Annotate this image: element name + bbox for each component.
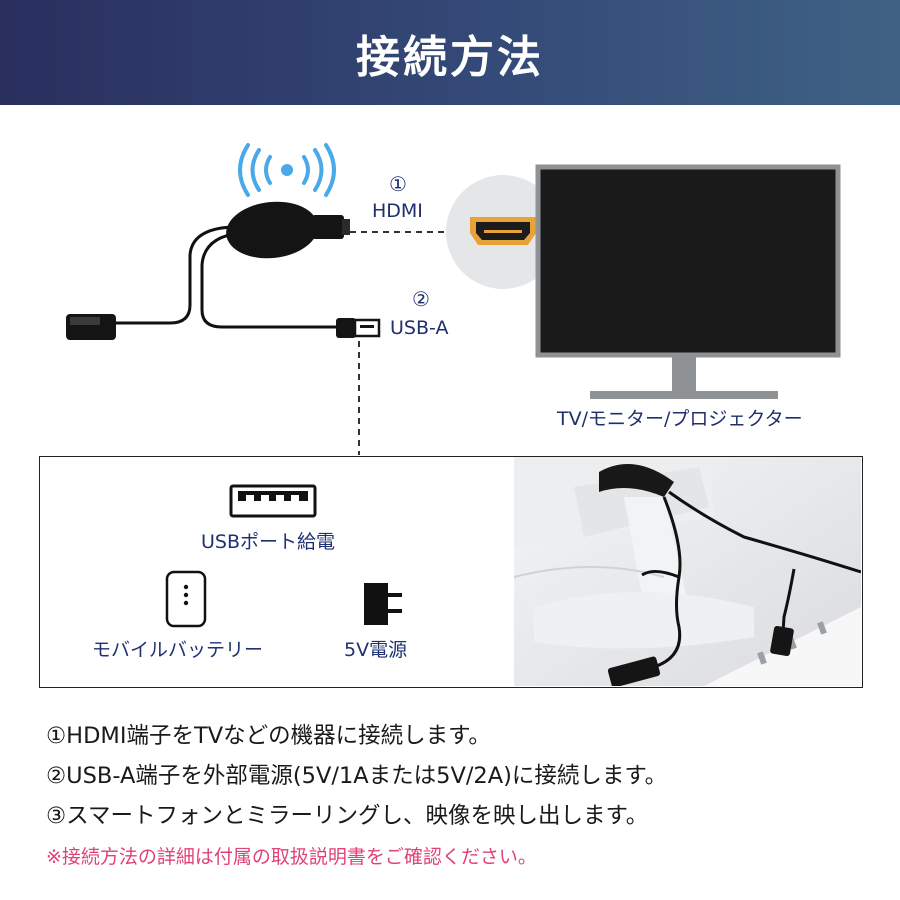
usb-step-number: ②	[412, 287, 430, 311]
header-banner: 接続方法	[0, 0, 900, 105]
mobile-battery-label: モバイルバッテリー	[92, 639, 264, 661]
5v-power-label: 5V電源	[344, 639, 408, 661]
usb-port-power-label: USBポート給電	[201, 531, 336, 553]
instruction-step-2: ②USB-A端子を外部電源(5V/1Aまたは5V/2A)に接続します。	[46, 763, 668, 789]
manual-note: ※接続方法の詳細は付属の取扱説明書をご確認ください。	[46, 846, 537, 868]
monitor-stand-photo-illustration	[514, 457, 861, 686]
usb-port-icon	[229, 484, 317, 518]
tv-monitor-illustration	[535, 164, 841, 399]
wifi-signal-icon	[238, 143, 336, 197]
connection-diagram	[66, 143, 841, 455]
hdmi-step-number: ①	[389, 172, 407, 196]
instruction-step-1: ①HDMI端子をTVなどの機器に接続します。	[46, 723, 491, 749]
hdmi-port-icon	[446, 175, 560, 289]
page-title: 接続方法	[356, 31, 544, 83]
mobile-battery-icon	[165, 570, 207, 628]
usb-a-label: USB-A	[390, 317, 449, 339]
power-adapter-icon	[364, 583, 402, 625]
hdmi-label: HDMI	[372, 200, 423, 222]
hdmi-dongle	[226, 201, 350, 259]
product-usage-photo	[514, 457, 861, 686]
power-cable	[200, 231, 336, 329]
tv-caption: TV/モニター/プロジェクター	[557, 408, 803, 430]
usb-female-connector	[66, 314, 116, 340]
instruction-step-3: ③スマートフォンとミラーリングし、映像を映し出します。	[46, 803, 649, 829]
usb-a-plug	[336, 318, 381, 338]
usb-extension-cable	[115, 225, 233, 325]
